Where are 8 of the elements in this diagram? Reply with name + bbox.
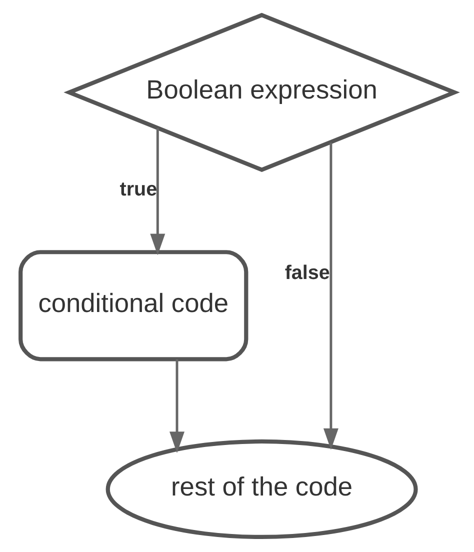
- arrow: [150, 128, 165, 256]
- edge-label: true: [119, 178, 157, 201]
- arrow: [322, 142, 338, 450]
- arrow: [169, 359, 184, 454]
- node-box: conditional code: [18, 250, 248, 362]
- node-ellipse: rest of the code: [105, 439, 418, 540]
- node-diamond: Boolean expression: [63, 12, 460, 172]
- edge-label: false: [284, 262, 330, 284]
